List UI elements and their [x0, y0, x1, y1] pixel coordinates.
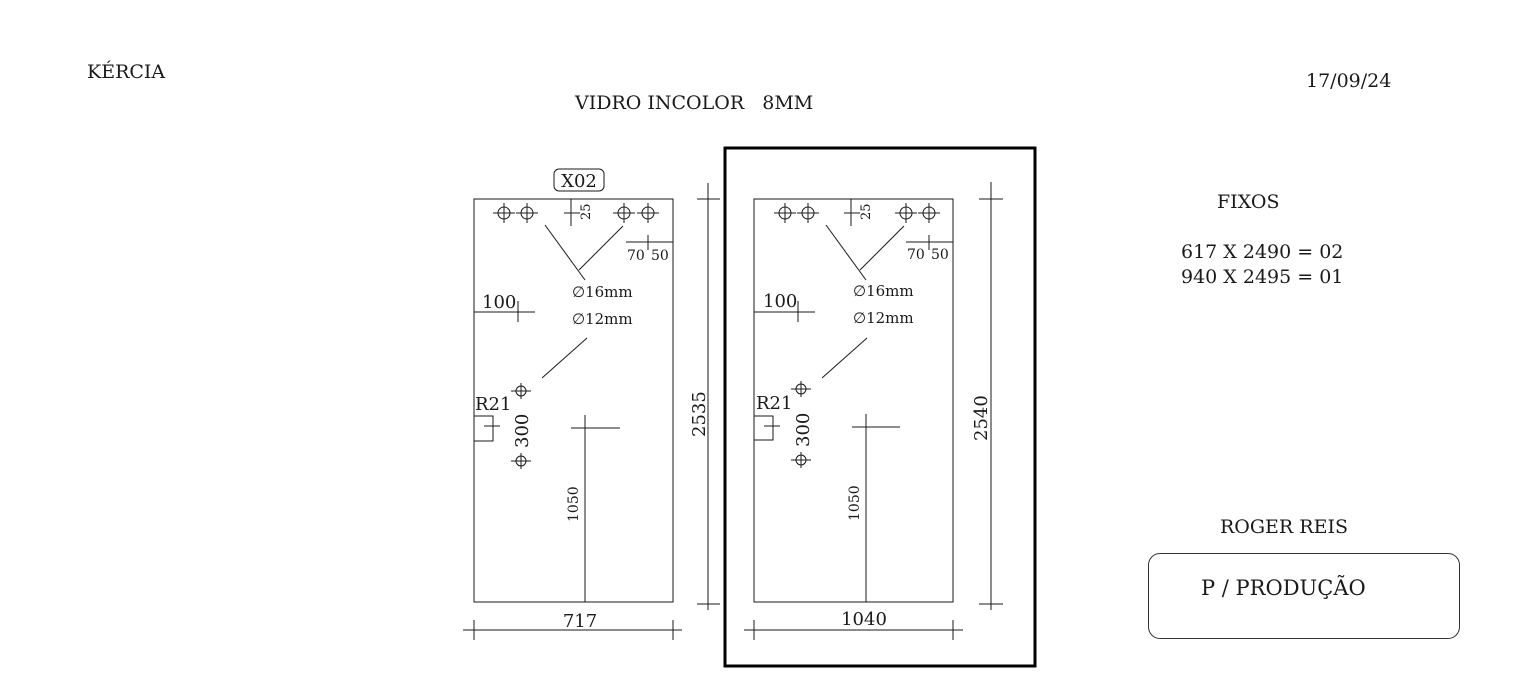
- panel-1-center-height: 1050: [566, 486, 582, 522]
- panel-2-top-offset: 25: [859, 203, 874, 220]
- panel-2-left-dim: 100: [763, 291, 797, 312]
- panel-1-radius: R21: [475, 394, 511, 415]
- panel-1-top-holes: [493, 203, 659, 223]
- panel-1-height: 2535: [689, 391, 710, 437]
- panel-2-top-holes: [774, 203, 940, 223]
- panel-2-right-offset-a: 70: [907, 247, 925, 263]
- fixos-item: 940 X 2495 = 01: [1181, 266, 1344, 288]
- panel-1-width: 717: [563, 611, 597, 632]
- panel-1-right-offset-b: 50: [651, 248, 669, 264]
- panel-2-hole-a: ∅16mm: [853, 282, 914, 300]
- panel-1-tag-box: [553, 168, 605, 192]
- author-name: ROGER REIS: [1220, 516, 1348, 538]
- production-stamp-label: P / PRODUÇÃO: [1201, 576, 1366, 600]
- panel-2-radius: R21: [756, 393, 792, 414]
- glass-spec: VIDRO INCOLOR 8MM: [575, 92, 814, 114]
- panel-2-outline: [753, 198, 954, 603]
- panel-1-top-offset: 25: [579, 203, 594, 220]
- panel-2-right-offset-b: 50: [931, 247, 949, 263]
- panel-2-width: 1040: [841, 609, 887, 630]
- panel-1-hole-a: ∅16mm: [572, 283, 633, 301]
- panel-2-height: 2540: [971, 395, 992, 441]
- fixos-title: FIXOS: [1217, 191, 1280, 213]
- drawing-date: 17/09/24: [1306, 70, 1392, 92]
- panel-1-tag: X02: [561, 171, 597, 192]
- production-stamp: P / PRODUÇÃO: [1148, 553, 1460, 639]
- fixos-item: 617 X 2490 = 02: [1181, 241, 1344, 263]
- panel-2-hole-spacing: 300: [793, 413, 814, 447]
- panel-2-highlight-frame: [723, 146, 1037, 668]
- panel-2-center-height: 1050: [847, 485, 863, 521]
- panel-2: [744, 182, 1003, 640]
- panel-1-outline: [473, 198, 674, 603]
- panel-1: [463, 168, 720, 640]
- panel-2-hole-b: ∅12mm: [853, 309, 914, 327]
- panel-1-right-offset-a: 70: [627, 248, 645, 264]
- panel-1-left-dim: 100: [482, 292, 516, 313]
- panel-1-hole-spacing: 300: [512, 414, 533, 448]
- client-name: KÉRCIA: [87, 61, 166, 83]
- panel-1-hole-b: ∅12mm: [572, 310, 633, 328]
